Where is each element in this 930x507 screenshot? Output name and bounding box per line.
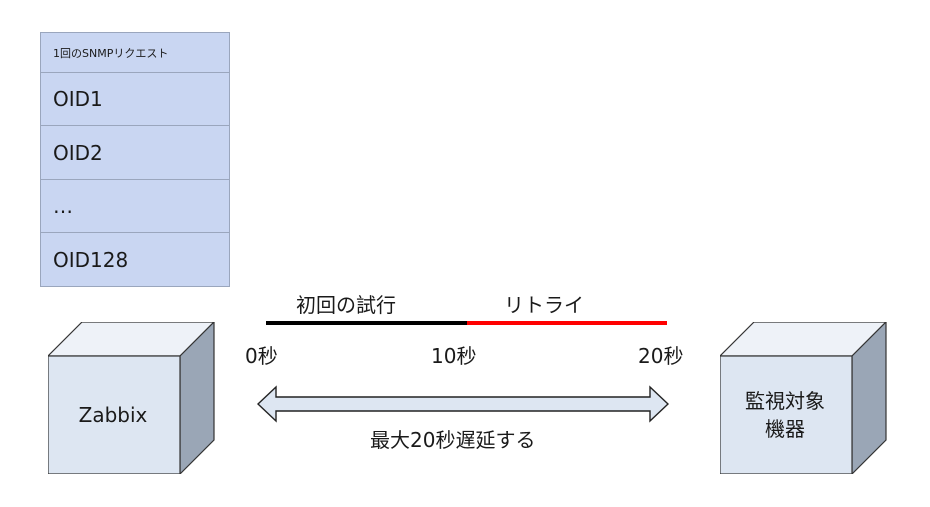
tick-label-0: 0秒 [245,344,278,368]
oid-row: … [41,179,229,232]
retry-label: リトライ [504,293,584,317]
oid-row: OID2 [41,125,229,179]
max-delay-label: 最大20秒遅延する [370,428,536,452]
monitored-device-label: 監視対象 機器 [720,356,850,474]
timeline-bar [266,321,667,325]
snmp-request-table: 1回のSNMPリクエスト OID1 OID2 … OID128 [40,32,230,287]
double-arrow [256,385,670,423]
request-table-header-text: 1回のSNMPリクエスト [53,46,169,60]
oid-row: OID1 [41,72,229,125]
zabbix-label-text: Zabbix [78,403,148,427]
monitored-device-cube: 監視対象 機器 [720,322,890,474]
zabbix-label: Zabbix [48,356,178,474]
cube-shape [48,322,215,474]
oid-row-text: OID128 [53,247,129,272]
oid-row-text: … [53,194,73,218]
request-table-header: 1回のSNMPリクエスト [41,33,229,72]
oid-row: OID128 [41,232,229,286]
monitored-device-label-line1: 監視対象 [745,389,825,413]
monitored-device-label-line2: 機器 [765,417,805,441]
zabbix-server-cube: Zabbix [48,322,218,474]
oid-row-text: OID1 [53,87,103,111]
cube-shape [720,322,887,474]
tick-label-20: 20秒 [638,344,684,368]
tick-label-10: 10秒 [431,344,477,368]
first-try-label: 初回の試行 [296,293,396,317]
oid-row-text: OID2 [53,140,103,165]
